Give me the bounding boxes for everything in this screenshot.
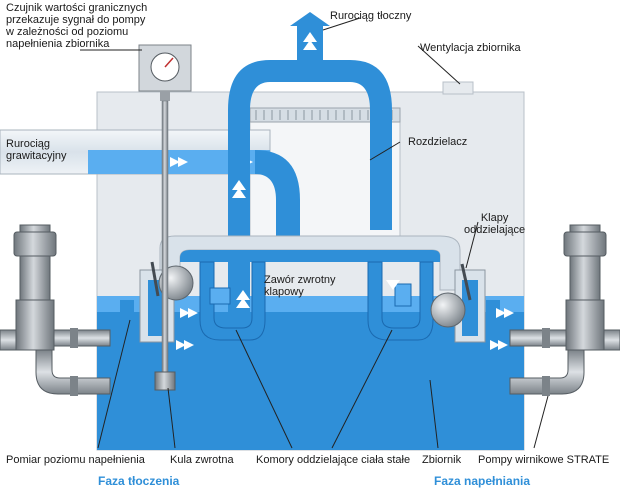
pressure-pipe-label: Rurociąg tłoczny [330, 10, 412, 22]
tank-vent-label: Wentylacja zbiornika [420, 42, 521, 54]
distributor-label: Rozdzielacz [408, 136, 468, 148]
solids-chambers-label: Komory oddzielające ciała stałe [256, 454, 411, 466]
solids-chamber-right [367, 261, 434, 341]
distributor-flow [159, 235, 461, 291]
level-measurement-label: Pomiar poziomu napełnienia [6, 454, 145, 466]
pumps-label: Pompy wirnikowe STRATE [478, 454, 610, 466]
check-flaps [150, 261, 472, 301]
leader-lines [80, 17, 549, 449]
ball-valve-label: Kula zwrotna [170, 454, 234, 466]
phase-pumping: Faza tłoczenia [98, 474, 180, 488]
gravity-pipe-label: Rurociąg grawitacyjny [6, 138, 67, 162]
check-flaps-label: Klapy oddzielające [464, 212, 526, 236]
check-ball-right [430, 292, 466, 328]
level-sensor [138, 44, 192, 391]
gravity-pipe [0, 129, 300, 248]
pump-left [0, 224, 111, 396]
flow-arrows-tank [176, 280, 514, 350]
tank-label: Zbiornik [422, 454, 462, 466]
solids-chamber-left [199, 261, 266, 341]
pump-right [509, 224, 620, 396]
phase-filling: Faza napełniania [434, 474, 531, 488]
flap-valve-label: Zawór zwrotny klapowy [264, 274, 336, 298]
sensor-label: Czujnik wartości granicznych przekazuje … [6, 2, 148, 50]
